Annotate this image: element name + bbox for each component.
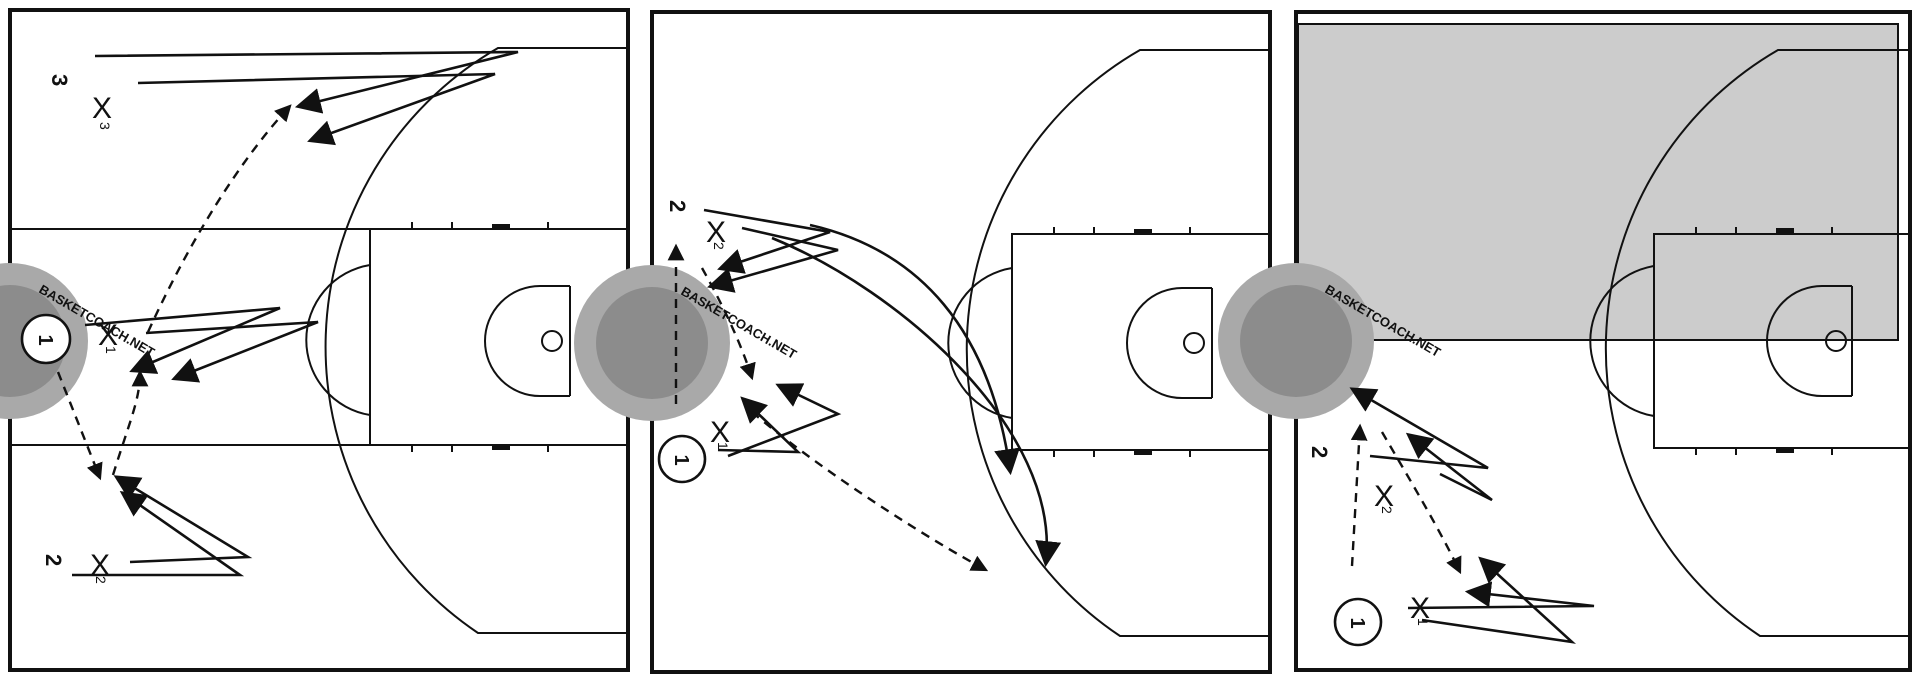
defender-x3-sub: 3	[97, 122, 113, 130]
center-logo: BASKETCOACH.NET	[574, 265, 799, 421]
defender-x3: X	[92, 92, 112, 125]
offense-label-2: 2	[1307, 446, 1332, 458]
panel-1: BASKETCOACH.NET	[0, 8, 630, 672]
defender-x1: X	[1410, 592, 1430, 625]
movements	[56, 50, 519, 577]
ball-handler-label: 1	[34, 334, 56, 345]
ball-handler-label: 1	[1346, 617, 1368, 628]
offense-label-2: 2	[665, 200, 690, 212]
players: 2 X 2 X 1 1	[657, 200, 731, 484]
players: 2 X 2 X 1 1	[1307, 446, 1431, 647]
defender-x2-sub: 2	[711, 242, 727, 250]
movements	[667, 208, 1062, 572]
defender-x1-sub: 1	[1415, 618, 1431, 626]
players: 3 2 X 3 X 1 X 2 1	[20, 74, 119, 584]
defender-x1: X	[98, 319, 118, 352]
shaded-zone	[1297, 23, 1899, 341]
defender-x2-sub: 2	[1379, 506, 1395, 514]
panel-2: BASKETCOACH.NET	[574, 10, 1272, 674]
defender-x2: X	[1374, 480, 1394, 513]
defender-x1: X	[710, 416, 730, 449]
offense-label-2: 2	[41, 554, 66, 566]
defender-x1-sub: 1	[103, 346, 119, 354]
center-logo: BASKETCOACH.NET	[1218, 263, 1443, 419]
defender-x2: X	[706, 216, 726, 249]
offense-label-3: 3	[47, 74, 72, 86]
lane-hashes	[1695, 227, 1833, 455]
movements	[1349, 387, 1595, 644]
court: BASKETCOACH.NET	[1218, 10, 1912, 672]
panel-3: BASKETCOACH.NET	[1218, 10, 1912, 672]
ball-handler-circle	[657, 434, 707, 484]
defender-x2-sub: 2	[93, 576, 109, 584]
lane-hashes	[411, 222, 549, 452]
defender-x1-sub: 1	[715, 442, 731, 450]
lane-hashes	[1053, 227, 1191, 457]
ball-handler-circle	[1333, 597, 1383, 647]
defender-x2: X	[90, 549, 110, 582]
ball-handler-circle	[20, 313, 72, 365]
court: BASKETCOACH.NET	[574, 10, 1272, 674]
ball-handler-label: 1	[670, 454, 692, 465]
